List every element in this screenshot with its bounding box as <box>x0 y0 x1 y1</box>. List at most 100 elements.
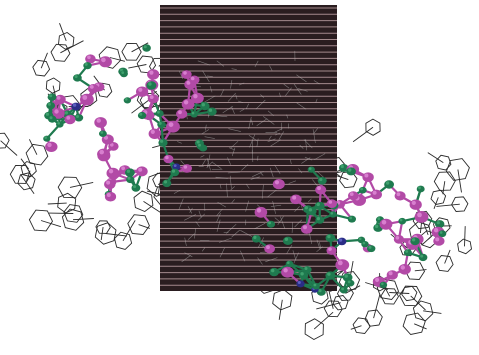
pink-atom <box>148 128 161 139</box>
embedded-bond <box>194 228 196 239</box>
embedded-bond <box>312 129 316 144</box>
green-atom <box>325 271 336 280</box>
embedded-bond <box>256 138 259 147</box>
green-atom-highlight <box>143 45 147 49</box>
phenyl-ring <box>57 192 77 214</box>
phenyl-ring <box>445 158 470 181</box>
embedded-bond <box>274 217 281 223</box>
green-atom-highlight <box>57 122 60 125</box>
green-atom <box>379 281 388 289</box>
pink-atom <box>290 194 302 205</box>
green-atom <box>398 217 407 225</box>
green-atom <box>285 260 294 267</box>
pink-atom <box>394 191 406 201</box>
pink-atom <box>370 189 382 200</box>
green-atom <box>325 233 336 243</box>
phenyl-ring <box>365 118 381 136</box>
green-atom-highlight <box>368 245 372 249</box>
embedded-bond <box>195 85 201 88</box>
pink-atom-highlight <box>433 228 439 233</box>
green-atom-highlight <box>163 180 168 184</box>
pink-atom <box>362 172 374 182</box>
embedded-bond <box>205 124 207 131</box>
phenyl-bond <box>352 126 374 143</box>
embedded-bond <box>173 189 181 194</box>
embedded-bond <box>220 89 225 97</box>
green-atom-highlight <box>158 121 162 125</box>
pink-atom-highlight <box>349 192 354 197</box>
embedded-bond <box>195 221 200 227</box>
embedded-bond <box>291 222 293 233</box>
embedded-bond <box>201 247 206 252</box>
pink-atom <box>176 109 188 119</box>
pink-atom <box>326 199 337 209</box>
green-atom-highlight <box>121 71 125 74</box>
embedded-bond <box>245 103 249 110</box>
embedded-bond <box>315 98 318 103</box>
embedded-bond <box>216 208 223 216</box>
lattice-panel-background <box>160 5 337 291</box>
green-atom <box>416 185 425 193</box>
pink-atom-highlight <box>96 118 101 123</box>
green-atom-highlight <box>271 268 275 273</box>
embedded-bond <box>230 186 235 191</box>
embedded-bond <box>227 157 231 165</box>
green-atom <box>317 176 327 185</box>
embedded-bond <box>248 116 252 129</box>
green-atom <box>266 220 276 228</box>
pink-atom-highlight <box>303 225 307 230</box>
pink-atom-highlight <box>186 80 191 85</box>
pink-atom-highlight <box>99 149 104 155</box>
green-atom-highlight <box>316 202 320 207</box>
embedded-bond <box>250 176 260 180</box>
embedded-bond <box>225 223 237 234</box>
green-atom-highlight <box>49 116 53 120</box>
embedded-molecule-wireframe <box>173 50 326 265</box>
embedded-bond <box>177 141 182 144</box>
phenyl-bond <box>316 302 341 310</box>
green-atom-highlight <box>330 212 334 215</box>
embedded-bond <box>206 161 213 169</box>
embedded-bond <box>298 168 303 174</box>
phenyl-bond <box>389 292 410 294</box>
embedded-bond <box>316 246 323 253</box>
green-atom-highlight <box>374 224 379 229</box>
embedded-bond <box>290 159 292 165</box>
phenyl-bond <box>100 227 104 241</box>
pink-atom-highlight <box>87 55 91 60</box>
blue-atom-highlight <box>173 164 177 168</box>
embedded-bond <box>274 128 283 133</box>
pink-atom <box>106 167 120 179</box>
green-atom-highlight <box>318 289 322 293</box>
pink-atom-highlight <box>178 110 182 115</box>
phenyl-ring <box>435 255 454 272</box>
green-atom <box>251 235 261 243</box>
green-atom-highlight <box>47 102 51 106</box>
pink-atom <box>281 266 294 278</box>
embedded-bond <box>230 80 233 89</box>
blue-atom-highlight <box>339 238 343 242</box>
embedded-bond <box>206 75 213 77</box>
embedded-bond <box>277 216 284 226</box>
embedded-bond <box>231 106 235 115</box>
pink-atom-highlight <box>106 193 111 197</box>
pink-atom-highlight <box>328 247 332 251</box>
embedded-bond <box>197 213 206 221</box>
embedded-bond <box>187 206 193 214</box>
embedded-bond <box>259 172 264 176</box>
embedded-bond <box>231 229 240 238</box>
pink-atom-highlight <box>183 165 188 169</box>
pink-atom <box>166 120 180 133</box>
green-atom-highlight <box>201 103 205 107</box>
green-atom <box>307 207 317 216</box>
pink-atom-highlight <box>149 95 154 99</box>
embedded-bond <box>254 60 259 68</box>
pink-atom-highlight <box>274 180 280 185</box>
green-atom <box>73 74 82 82</box>
embedded-bond <box>239 108 245 112</box>
green-atom-highlight <box>253 235 257 239</box>
embedded-bond <box>228 128 241 132</box>
embedded-bond <box>231 199 235 204</box>
green-atom-highlight <box>439 231 443 234</box>
embedded-bond <box>303 139 313 149</box>
